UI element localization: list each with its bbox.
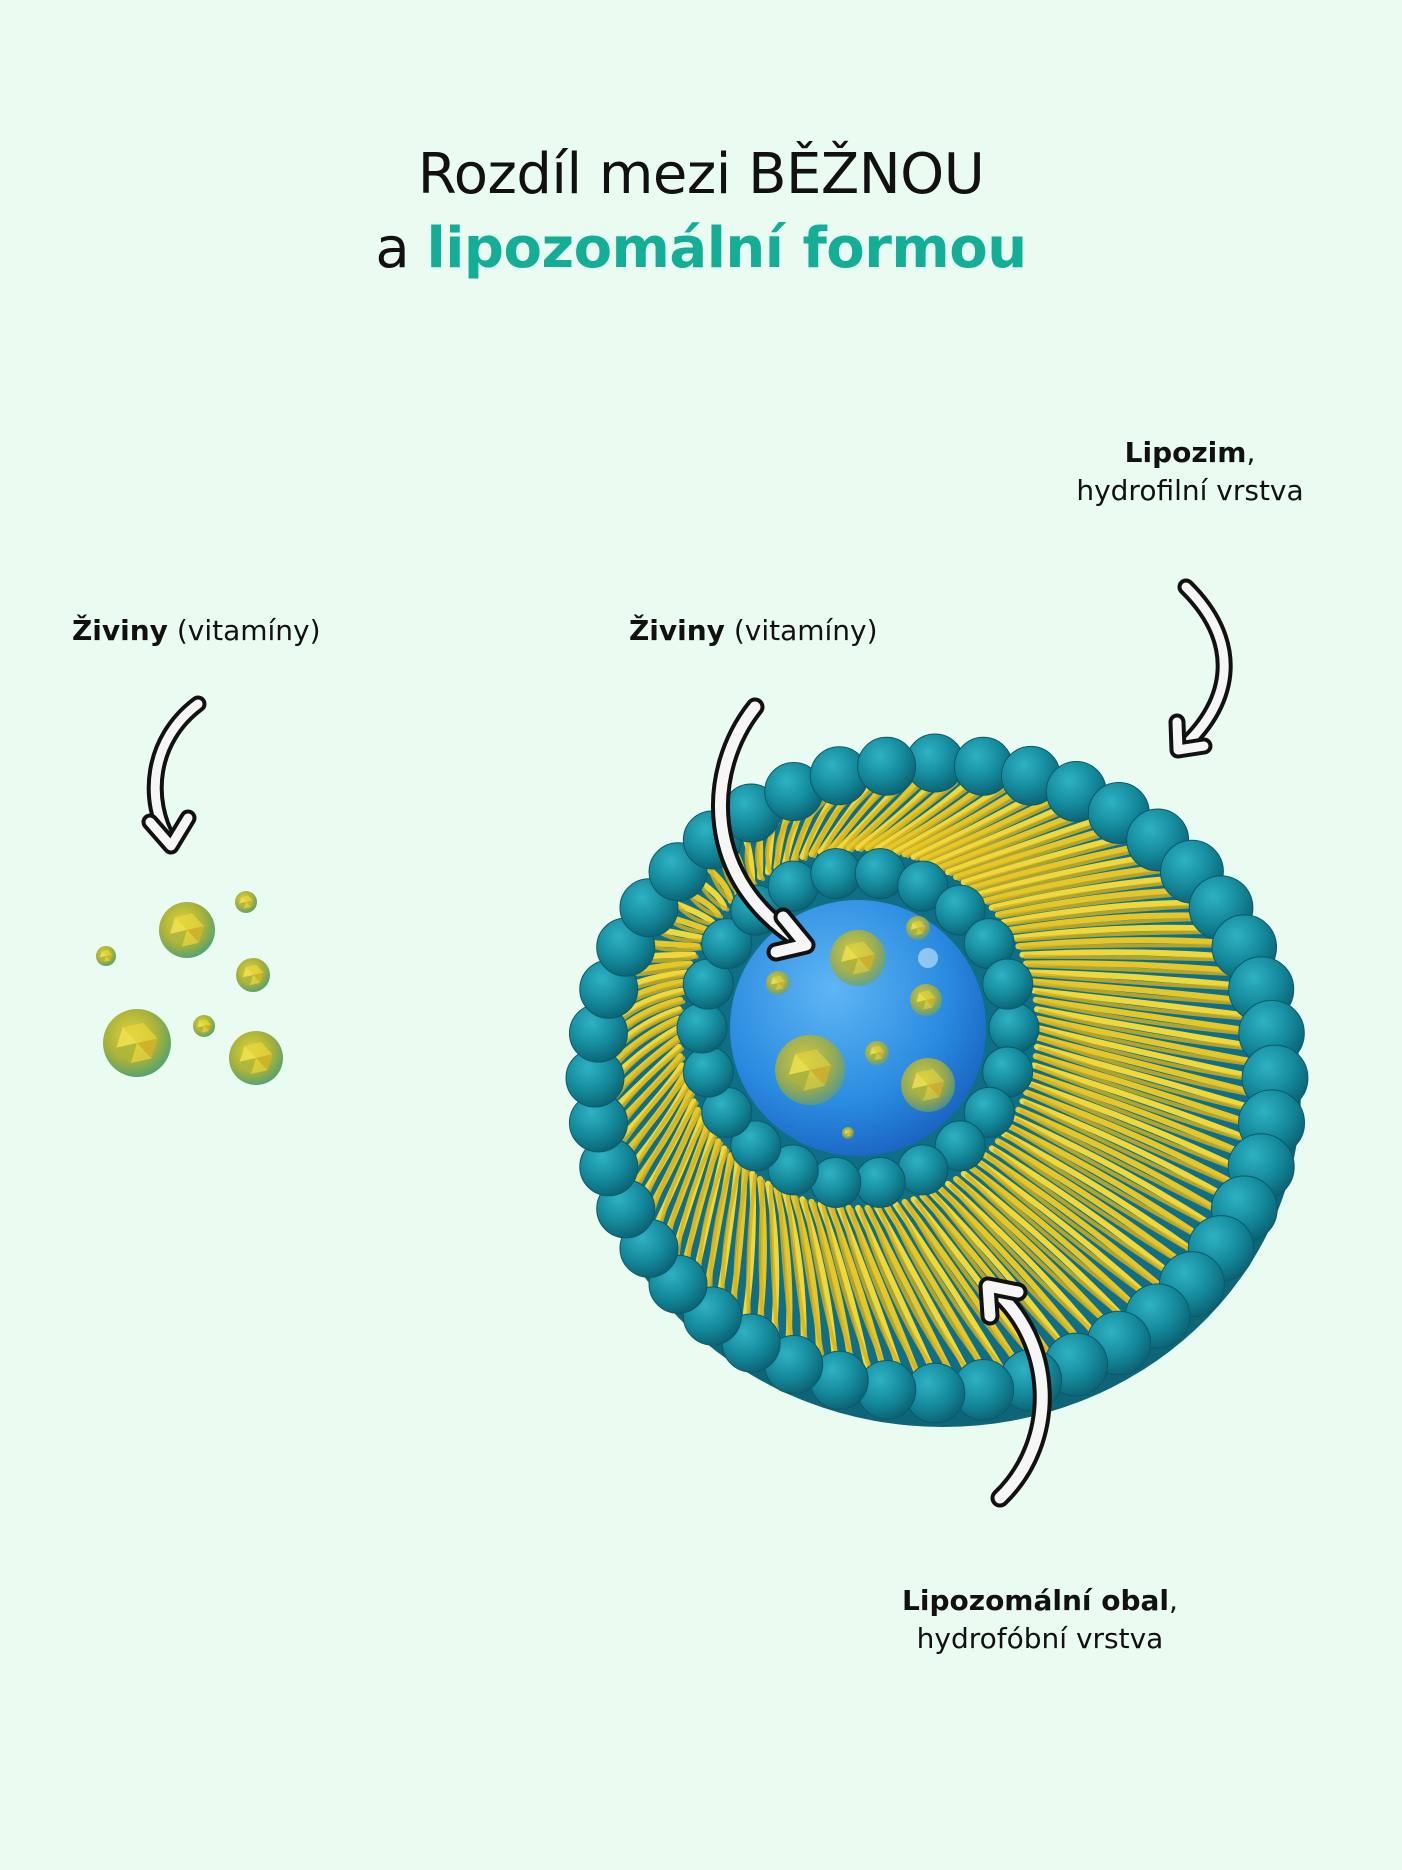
label-hydrophilic-layer: Lipozim, hydrofilní vrstva [1060, 434, 1320, 510]
label-liposome-nutrients-rest: (vitamíny) [724, 614, 878, 647]
hydrophobic-tails [609, 777, 1264, 1381]
nutrient-particle [910, 984, 942, 1016]
nutrient-particle [775, 1035, 845, 1105]
arrow-icon-bottom [978, 1276, 1052, 1508]
hydrophilic-heads-outer [565, 733, 1309, 1424]
label-hydrophobic-title: Lipozomální obal, [870, 1582, 1210, 1620]
arrows [141, 578, 1233, 1508]
nutrient-particle [865, 1041, 889, 1065]
label-hydrophilic-title: Lipozim, [1060, 434, 1320, 472]
label-free-nutrients-bold: Živiny [72, 614, 168, 647]
label-liposome-nutrients-bold: Živiny [629, 614, 725, 647]
arrow-icon-right [1168, 578, 1233, 759]
label-hydrophobic-bold: Lipozomální obal [902, 1584, 1170, 1617]
nutrient-particle [906, 916, 930, 940]
arrow-icon-left [141, 695, 207, 855]
liposome [565, 733, 1309, 1427]
title-line-2: a lipozomální formou [0, 212, 1402, 286]
title-line-1: Rozdíl mezi BĚŽNOU [417, 142, 985, 207]
label-hydrophobic-subtitle: hydrofóbní vrstva [916, 1622, 1164, 1655]
nutrient-particle [236, 958, 270, 992]
label-liposome-nutrients: Živiny (vitamíny) [629, 612, 878, 650]
nutrient-particle [103, 1009, 171, 1077]
hydrophilic-heads-inner [676, 848, 1040, 1208]
label-hydrophobic-comma: , [1169, 1584, 1178, 1617]
label-hydrophilic-comma: , [1246, 436, 1256, 469]
nutrient-particle [830, 930, 886, 986]
free-nutrients [96, 891, 283, 1085]
label-free-nutrients-rest: (vitamíny) [167, 614, 321, 647]
label-hydrophilic-bold: Lipozim [1124, 436, 1247, 469]
aqueous-core [730, 900, 986, 1156]
nutrient-particle [766, 971, 790, 995]
label-free-nutrients: Živiny (vitamíny) [72, 612, 321, 650]
title-prefix: a [375, 216, 427, 281]
nutrient-particle [229, 1031, 283, 1085]
title-accent: lipozomální formou [426, 216, 1028, 281]
arrow-icon-center [711, 697, 816, 962]
nutrient-particle [159, 902, 215, 958]
label-hydrophobic-layer: Lipozomální obal, hydrofóbní vrstva [870, 1582, 1210, 1658]
page-title: Rozdíl mezi BĚŽNOU a lipozomální formou [0, 138, 1402, 286]
label-hydrophilic-subtitle: hydrofilní vrstva [1076, 474, 1304, 507]
nutrient-particle [193, 1015, 215, 1037]
nutrient-particle [842, 1127, 854, 1139]
nutrient-particle [901, 1058, 955, 1112]
nutrient-particle [96, 946, 116, 966]
nutrient-particle [235, 891, 257, 913]
